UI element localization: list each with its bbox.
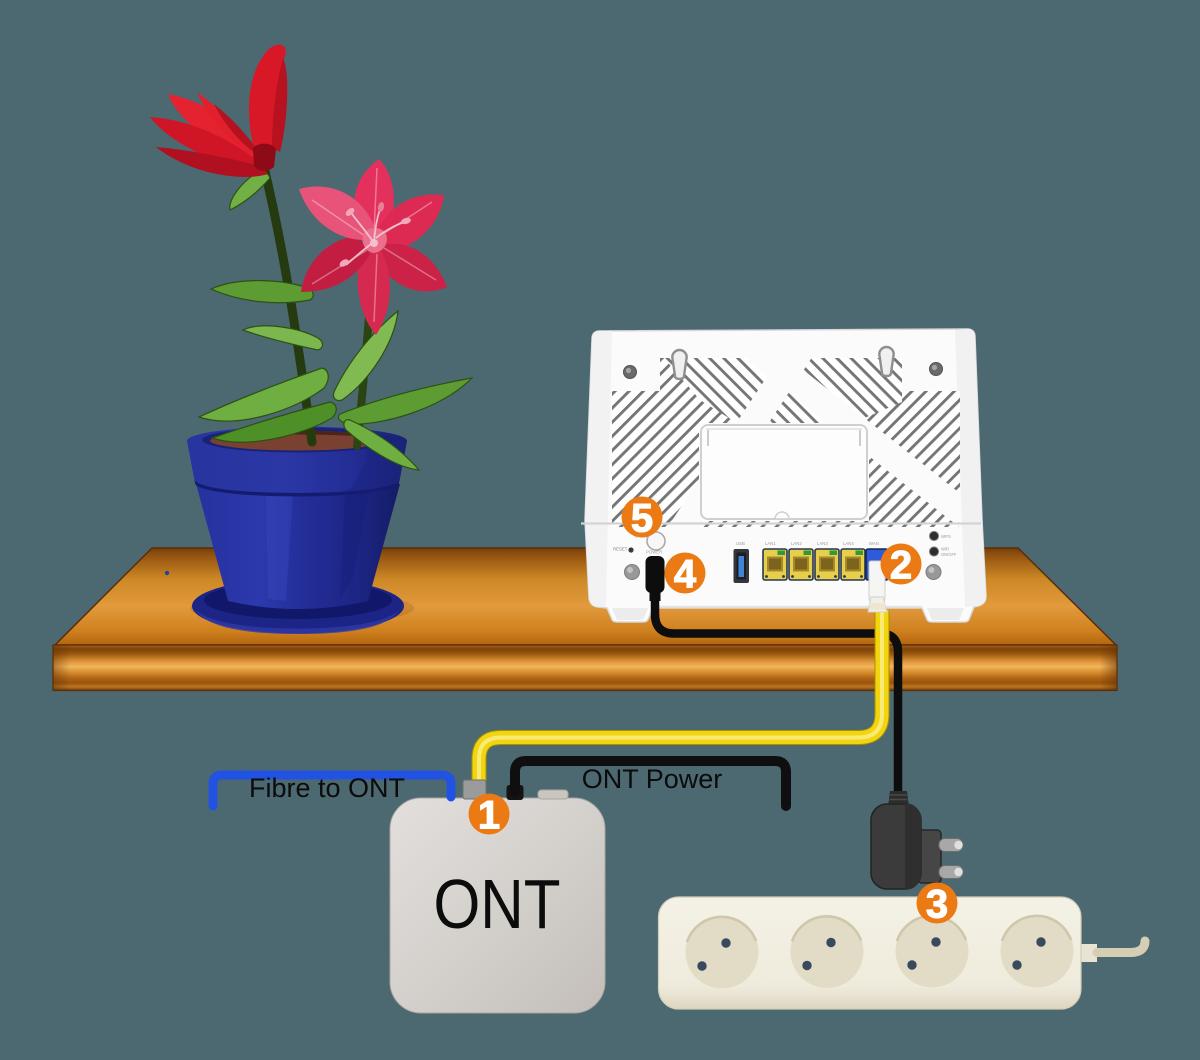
- svg-text:ONT Power: ONT Power: [582, 764, 723, 794]
- svg-text:POWER: POWER: [646, 550, 662, 555]
- svg-text:USB: USB: [736, 541, 745, 546]
- svg-text:4: 4: [674, 553, 697, 597]
- svg-text:ONT: ONT: [434, 865, 561, 943]
- svg-text:3: 3: [926, 883, 948, 927]
- svg-text:LAN4: LAN4: [843, 541, 854, 546]
- svg-text:LAN2: LAN2: [791, 541, 802, 546]
- svg-text:LAN1: LAN1: [765, 541, 776, 546]
- svg-text:RESET: RESET: [613, 547, 628, 552]
- svg-text:LAN3: LAN3: [817, 541, 828, 546]
- svg-text:1: 1: [478, 794, 500, 838]
- svg-text:Fibre to ONT: Fibre to ONT: [249, 773, 405, 803]
- svg-text:ON/OFF: ON/OFF: [941, 552, 957, 557]
- svg-text:2: 2: [890, 544, 912, 588]
- svg-text:WiFi: WiFi: [941, 547, 949, 552]
- svg-text:WPS: WPS: [941, 534, 951, 539]
- svg-text:WAN: WAN: [869, 541, 879, 546]
- svg-text:5: 5: [631, 497, 653, 541]
